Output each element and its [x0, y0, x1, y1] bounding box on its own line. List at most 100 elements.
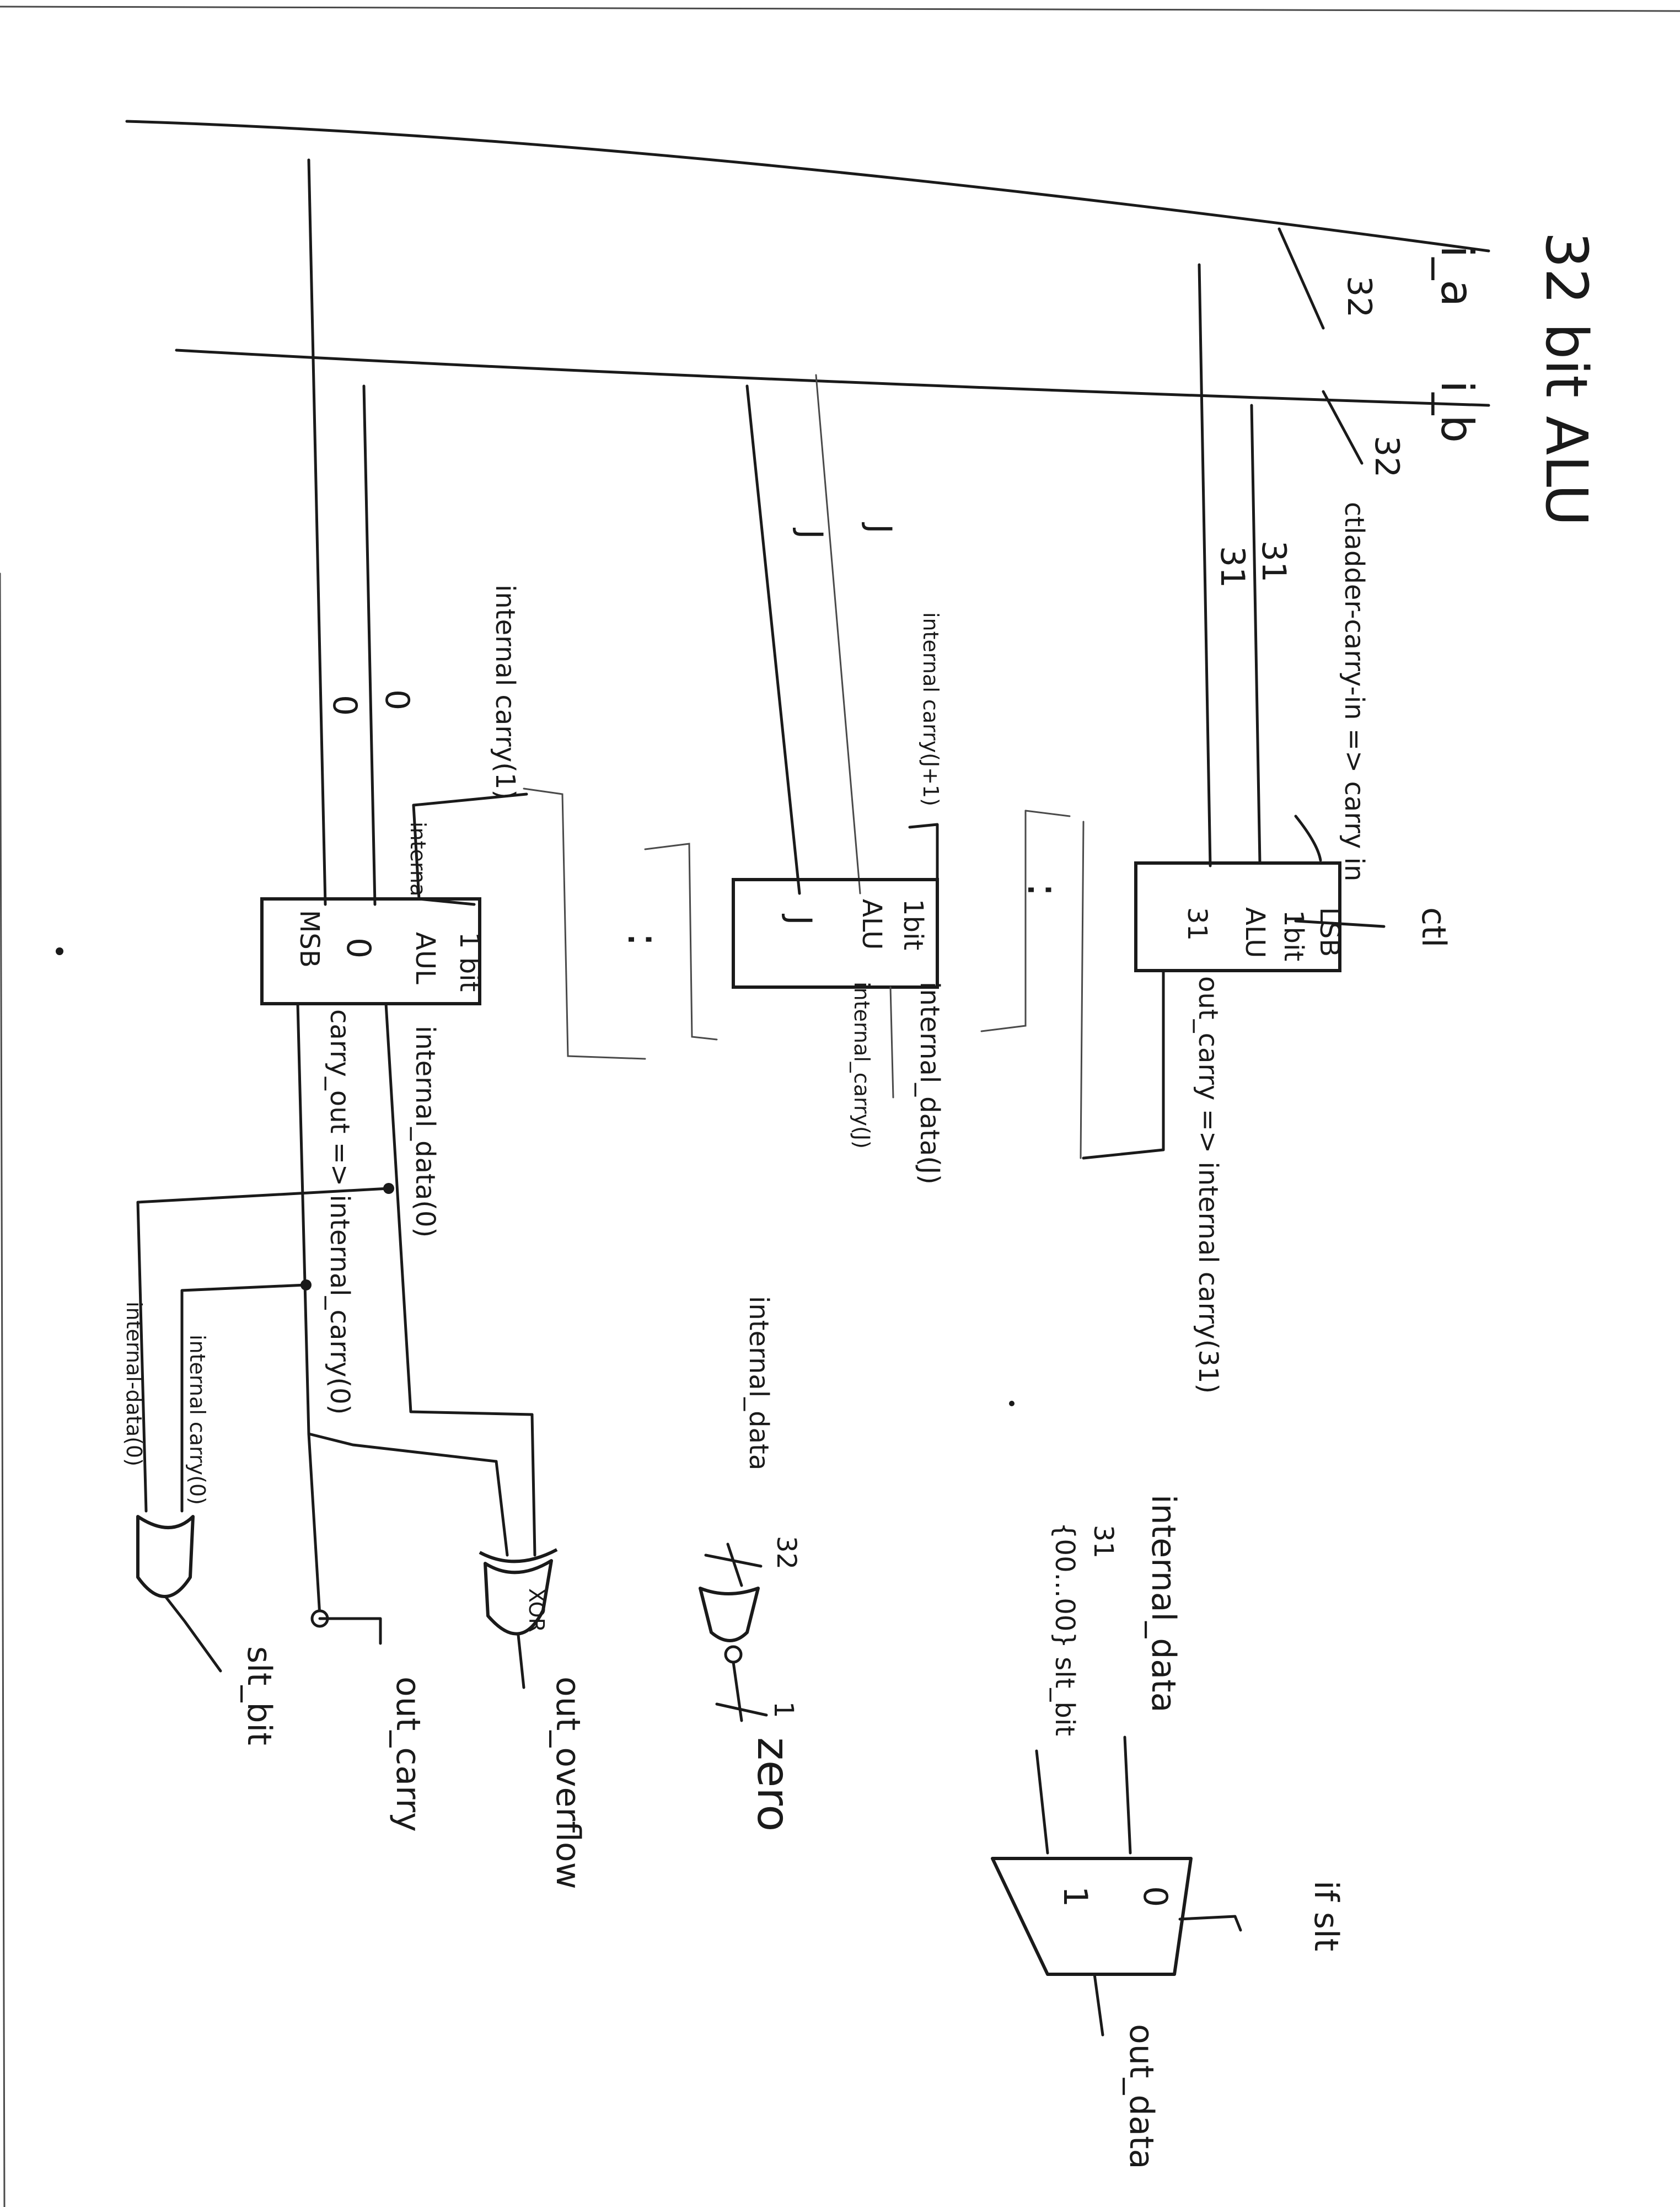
chain-j-0-b	[523, 788, 646, 1060]
alu-31-line3: ALU	[1239, 907, 1270, 958]
tap-b-j	[815, 374, 861, 894]
mux-select-wire	[1178, 1915, 1242, 1932]
tap-b-0	[362, 384, 377, 906]
page-left-edge	[0, 572, 6, 2207]
diagram-title: 32 bit ALU	[1533, 232, 1600, 526]
mux-in1-label: {00...00} slt_bit	[1049, 1522, 1080, 1736]
data-0-branch	[136, 1187, 390, 1513]
mux-label-1: 1	[1056, 1886, 1094, 1907]
xor-in-a	[530, 1413, 536, 1557]
carry-in-j-label: internal carry(J+1)	[919, 612, 943, 806]
carry-0-branch	[180, 1283, 308, 1513]
carry-1-label: internal carry(1)	[490, 585, 520, 800]
alu-31-line1: LSB	[1314, 907, 1345, 957]
bus-b-slash	[1322, 390, 1364, 465]
mux-in0-label: internal_data	[1144, 1494, 1183, 1712]
output-mux	[991, 1857, 1193, 1976]
alu-slice-31	[1134, 861, 1341, 972]
alu-slice-j	[732, 878, 939, 989]
tap-a-j	[745, 384, 801, 895]
zero-nor-bubble	[724, 1645, 743, 1664]
mux-in1-wire	[1035, 1749, 1049, 1855]
chain-j-0-a	[644, 843, 718, 1041]
bus-a-wire	[125, 120, 1490, 253]
tap-a-0	[307, 158, 327, 906]
mux-out-wire	[1093, 1973, 1104, 2037]
zero-output-slash	[715, 1702, 768, 1717]
bus-b-width: 32	[1367, 436, 1406, 478]
tap-a-31	[1198, 263, 1212, 867]
ellipsis-top: :	[1018, 882, 1069, 897]
carry-out-0-wire	[296, 1002, 310, 1435]
mux-in0-wire	[1123, 1735, 1132, 1855]
tap-a-31-index: 31	[1254, 540, 1293, 582]
zero-output: zero	[748, 1737, 799, 1831]
carry-in-j-wire	[908, 823, 939, 881]
data-out-j-label: internal_data(J)	[914, 982, 945, 1185]
zero-output-width: 1	[768, 1701, 799, 1718]
chain-31-j-b	[1024, 810, 1071, 817]
carry-0-to-out	[307, 1432, 321, 1617]
overflow-output: out_overflow	[549, 1676, 587, 1889]
alu-31-line2: 1bit	[1278, 910, 1309, 961]
alu-0-index: 0	[339, 938, 378, 958]
tap-b-31	[1250, 404, 1262, 865]
bus-b-label: i_b	[1431, 381, 1483, 443]
data-out-0-label: internal_data(0)	[410, 1026, 441, 1238]
tap-b-j-index: J	[791, 527, 830, 539]
mux-output: out_data	[1122, 2024, 1161, 2169]
bus-a-width: 32	[1340, 276, 1378, 318]
carry-out-31-wire	[1082, 969, 1165, 1160]
carry-in-note: ctladder-carry-in => carry in	[1339, 502, 1370, 881]
zero-input-width: 32	[771, 1536, 802, 1569]
zero-output-wire	[732, 1660, 743, 1722]
chain-31-j-a	[1080, 821, 1085, 1159]
stray-mark-2	[1009, 1401, 1015, 1406]
bus-a-slash	[1278, 227, 1325, 330]
data-0-or-label: internal-data(0)	[122, 1301, 146, 1466]
data-out-0-wire	[384, 1002, 534, 1416]
ellipsis-bottom: :	[618, 932, 669, 947]
carry-msb-label: internal	[406, 822, 430, 902]
alu-j-index: J	[780, 913, 819, 925]
zero-input-slash	[704, 1554, 763, 1568]
carry-out-j-label: internal_carry(J)	[850, 982, 874, 1149]
carry-0-or-label: internal carry(0)	[185, 1335, 210, 1505]
xor-gate	[484, 1559, 553, 1636]
carry-out-0-label: carry_out => internal_carry(0)	[324, 1009, 355, 1415]
carry-in-wire	[1294, 815, 1322, 862]
page-top-edge	[0, 6, 1680, 12]
ctl-label: ctl	[1414, 907, 1453, 947]
xor-gate-extra-arc	[479, 1548, 558, 1563]
alu-0-tag: MSB	[294, 910, 325, 968]
tap-a-0-index: 0	[378, 689, 416, 710]
bus-a-label: i_a	[1431, 245, 1483, 307]
alu-slice-0	[260, 897, 481, 1005]
mux-label-0: 0	[1136, 1886, 1174, 1907]
mux-select-label: if slt	[1307, 1881, 1345, 1951]
slt-bit-output: slt_bit	[240, 1646, 278, 1745]
slt-gate-out	[164, 1595, 222, 1673]
xor-out-wire	[517, 1633, 525, 1689]
zero-input-wire	[726, 1542, 743, 1587]
xor-label: XOR	[524, 1588, 549, 1632]
mux-in1-width: 31	[1088, 1525, 1119, 1558]
chain-31-j-c	[980, 810, 1027, 1032]
zero-nor-gate	[699, 1587, 760, 1642]
out-carry-output: out_carry	[389, 1676, 427, 1832]
zero-input-label: internal_data	[743, 1296, 774, 1470]
tap-a-j-index: J	[860, 522, 899, 534]
alu-j-line1: 1bit	[898, 899, 928, 950]
alu-0-line2: AUL	[410, 932, 441, 984]
tap-b-0-index: 0	[325, 695, 364, 716]
tap-b-31-index: 31	[1213, 546, 1252, 588]
data-out-j-wire	[889, 986, 894, 1099]
carry-0-to-xor	[307, 1432, 498, 1463]
slt-gate	[136, 1515, 195, 1598]
stray-mark	[56, 947, 63, 955]
carry-out-31-label: out_carry => internal carry(31)	[1193, 976, 1223, 1394]
alu-j-line2: ALU	[856, 899, 887, 950]
carry-1-wire	[412, 792, 528, 807]
